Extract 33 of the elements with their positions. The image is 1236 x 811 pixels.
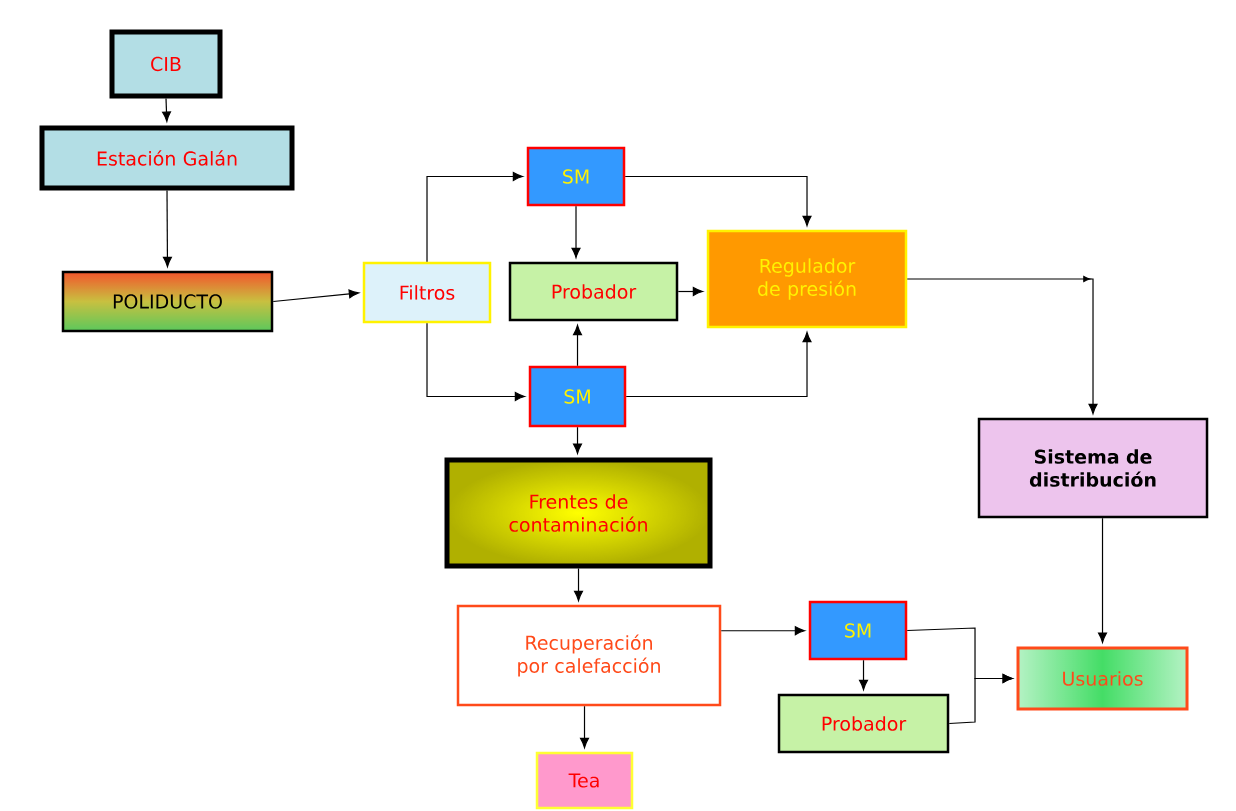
process-box: Sistema de distribución [977,417,1209,519]
arrow [574,567,583,602]
arrow [426,322,526,401]
process-box: Usuarios [1016,646,1189,711]
process-box: SM [526,146,626,207]
arrow [573,426,582,454]
process-box: CIB [109,29,223,99]
arrow [906,275,1098,415]
arrow [677,287,704,296]
arrow [720,626,806,636]
process-box: POLIDUCTO [61,270,274,333]
arrow [573,324,582,367]
process-box: SM [808,600,908,661]
arrow [625,331,812,398]
process-box: Probador [777,693,950,754]
arrow [272,289,360,303]
arrow [426,172,524,263]
arrow [580,705,589,749]
process-box: SM [528,365,627,428]
arrow [571,205,581,259]
process-box: Estación Galán [39,125,295,191]
process-box: Frentes de contaminación [444,457,713,569]
arrow [948,674,1013,725]
arrow [624,175,812,227]
process-box: Regulador de presión [706,229,908,329]
arrow [1098,517,1107,643]
process-box: Tea [535,751,634,810]
arrow [162,97,171,122]
process-box: Recuperación por calefacción [456,604,722,707]
process-box: Filtros [362,261,492,324]
arrow [162,189,172,268]
arrow [859,659,868,691]
process-box: Probador [508,261,679,322]
